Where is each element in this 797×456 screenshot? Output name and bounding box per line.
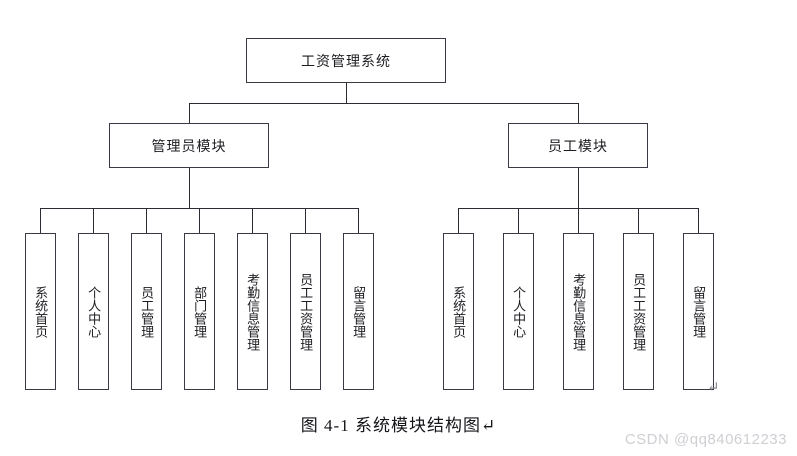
node-admin-leaf-4: 部门管理 — [184, 233, 215, 390]
edge-employee-down — [578, 168, 579, 208]
node-employee-leaf-5-label: 留言管理 — [691, 285, 707, 338]
edge-admin-drop-2 — [93, 208, 94, 233]
csdn-watermark: CSDN @qq840612233 — [624, 431, 787, 448]
edge-admin-down — [189, 168, 190, 208]
node-admin-leaf-3-label: 员工管理 — [139, 285, 155, 338]
edge-admin-drop-3 — [146, 208, 147, 233]
node-employee-leaf-1-label: 系统首页 — [451, 285, 467, 338]
node-employee-leaf-1: 系统首页 — [443, 233, 474, 390]
node-admin-leaf-7: 留言管理 — [343, 233, 374, 390]
node-admin-leaf-6: 员工工资管理 — [290, 233, 321, 390]
edge-admin-drop-1 — [40, 208, 41, 233]
edge-root-down — [346, 83, 347, 103]
node-employee-module-label: 员工模块 — [548, 139, 608, 155]
node-admin-leaf-1-label: 系统首页 — [33, 285, 49, 338]
node-employee-leaf-3-label: 考勤信息管理 — [571, 272, 587, 351]
edge-employee-drop-4 — [638, 208, 639, 233]
edge-level1-bus — [189, 103, 578, 104]
node-employee-module: 员工模块 — [508, 123, 648, 168]
node-employee-leaf-4-label: 员工工资管理 — [631, 272, 647, 351]
node-employee-leaf-2: 个人中心 — [503, 233, 534, 390]
node-admin-leaf-3: 员工管理 — [131, 233, 162, 390]
return-arrow-icon: ↵ — [707, 380, 720, 396]
edge-level1-drop-admin — [189, 103, 190, 123]
node-admin-leaf-6-label: 员工工资管理 — [298, 272, 314, 351]
edge-employee-drop-3 — [578, 208, 579, 233]
figure-caption: 图 4-1 系统模块结构图↵ — [300, 416, 497, 435]
edge-level1-drop-employee — [578, 103, 579, 123]
edge-admin-drop-6 — [305, 208, 306, 233]
node-admin-leaf-2: 个人中心 — [78, 233, 109, 390]
node-employee-leaf-4: 员工工资管理 — [623, 233, 654, 390]
edge-employee-drop-5 — [698, 208, 699, 233]
edge-employee-drop-2 — [518, 208, 519, 233]
node-employee-leaf-3: 考勤信息管理 — [563, 233, 594, 390]
node-admin-module: 管理员模块 — [109, 123, 269, 168]
node-root-salary-management-system: 工资管理系统 — [246, 38, 446, 83]
node-admin-leaf-4-label: 部门管理 — [192, 285, 208, 338]
node-admin-leaf-5-label: 考勤信息管理 — [245, 272, 261, 351]
edge-admin-drop-5 — [252, 208, 253, 233]
node-admin-leaf-5: 考勤信息管理 — [237, 233, 268, 390]
edge-employee-drop-1 — [458, 208, 459, 233]
edge-admin-drop-4 — [199, 208, 200, 233]
node-admin-module-label: 管理员模块 — [151, 139, 227, 155]
node-employee-leaf-5: 留言管理 — [683, 233, 714, 390]
node-admin-leaf-1: 系统首页 — [25, 233, 56, 390]
node-admin-leaf-2-label: 个人中心 — [86, 285, 102, 338]
edge-admin-drop-7 — [358, 208, 359, 233]
node-admin-leaf-7-label: 留言管理 — [351, 285, 367, 338]
node-employee-leaf-2-label: 个人中心 — [511, 285, 527, 338]
node-root-label: 工资管理系统 — [301, 54, 391, 70]
